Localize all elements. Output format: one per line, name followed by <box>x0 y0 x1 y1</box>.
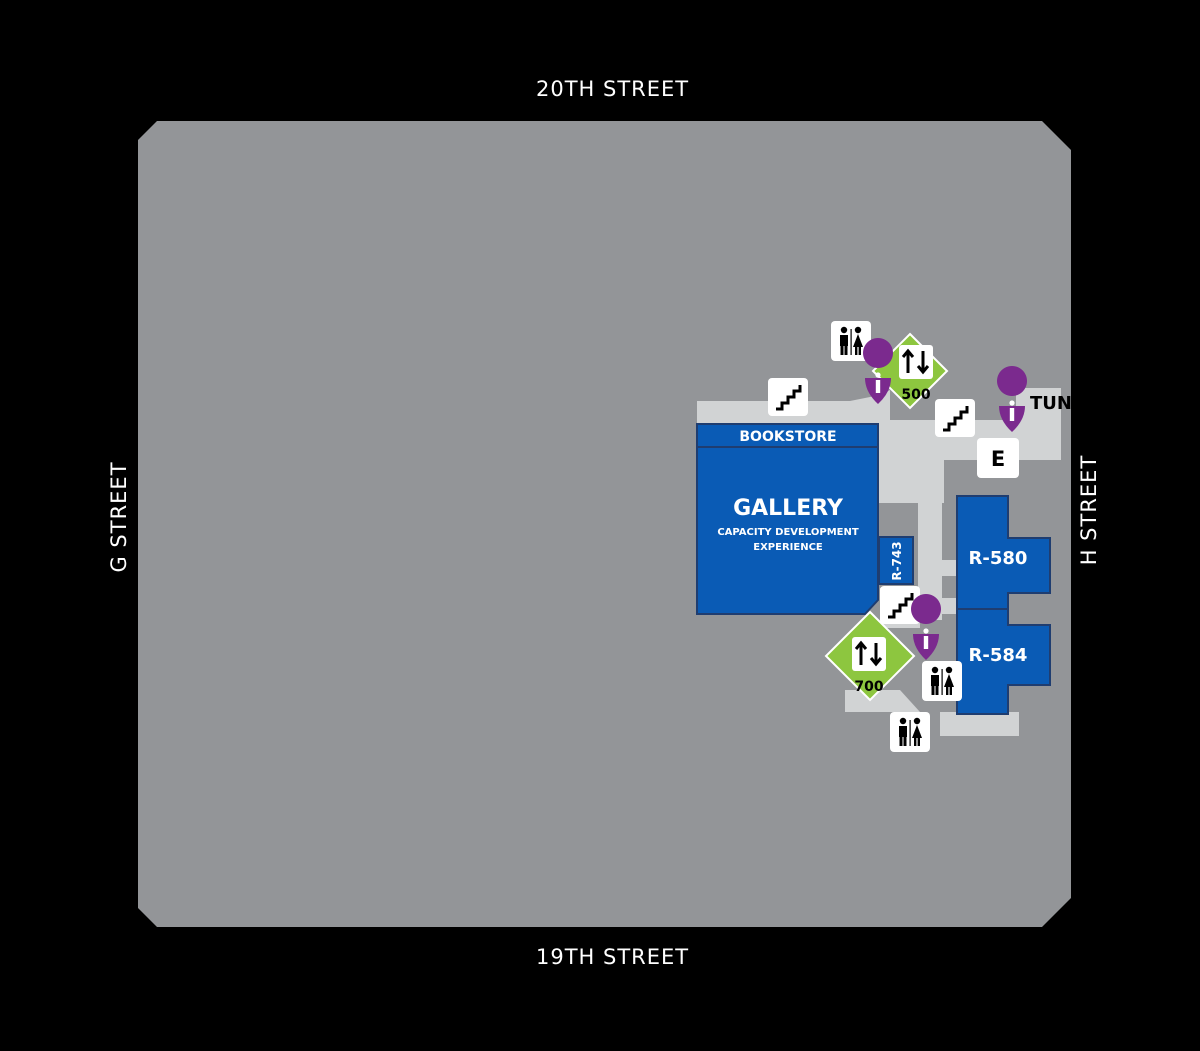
street-west: G STREET <box>107 461 131 573</box>
elevator-500-label: 500 <box>901 387 930 403</box>
entrance-e-label: E <box>991 447 1005 471</box>
elevator-700-label: 700 <box>854 679 883 695</box>
elevator-icon <box>850 635 888 673</box>
entrance-e-box[interactable] <box>977 438 1019 478</box>
r743-label: R-743 <box>890 541 904 580</box>
room-gallery[interactable] <box>696 446 879 615</box>
gallery-subtitle-1: CAPACITY DEVELOPMENT <box>717 527 859 538</box>
rooms <box>696 423 1051 715</box>
tunnel-label: TUNN <box>1030 393 1087 414</box>
r580-label: R-580 <box>969 548 1028 569</box>
gallery-subtitle-2: EXPERIENCE <box>753 542 823 553</box>
r584-label: R-584 <box>969 645 1028 666</box>
stairs-icon[interactable] <box>766 376 810 418</box>
elevator-icon <box>897 343 935 381</box>
room-r743[interactable] <box>878 536 914 585</box>
elevator-700[interactable] <box>824 610 916 702</box>
stairs-icon[interactable] <box>933 397 977 439</box>
street-north: 20TH STREET <box>536 77 690 101</box>
gallery-title: GALLERY <box>733 496 844 521</box>
street-south: 19TH STREET <box>536 945 690 969</box>
room-r584[interactable] <box>956 608 1051 715</box>
restroom-icon[interactable] <box>922 661 962 701</box>
bookstore-label: BOOKSTORE <box>739 429 836 445</box>
street-east: H STREET <box>1077 454 1101 566</box>
restroom-icon[interactable] <box>890 712 930 752</box>
